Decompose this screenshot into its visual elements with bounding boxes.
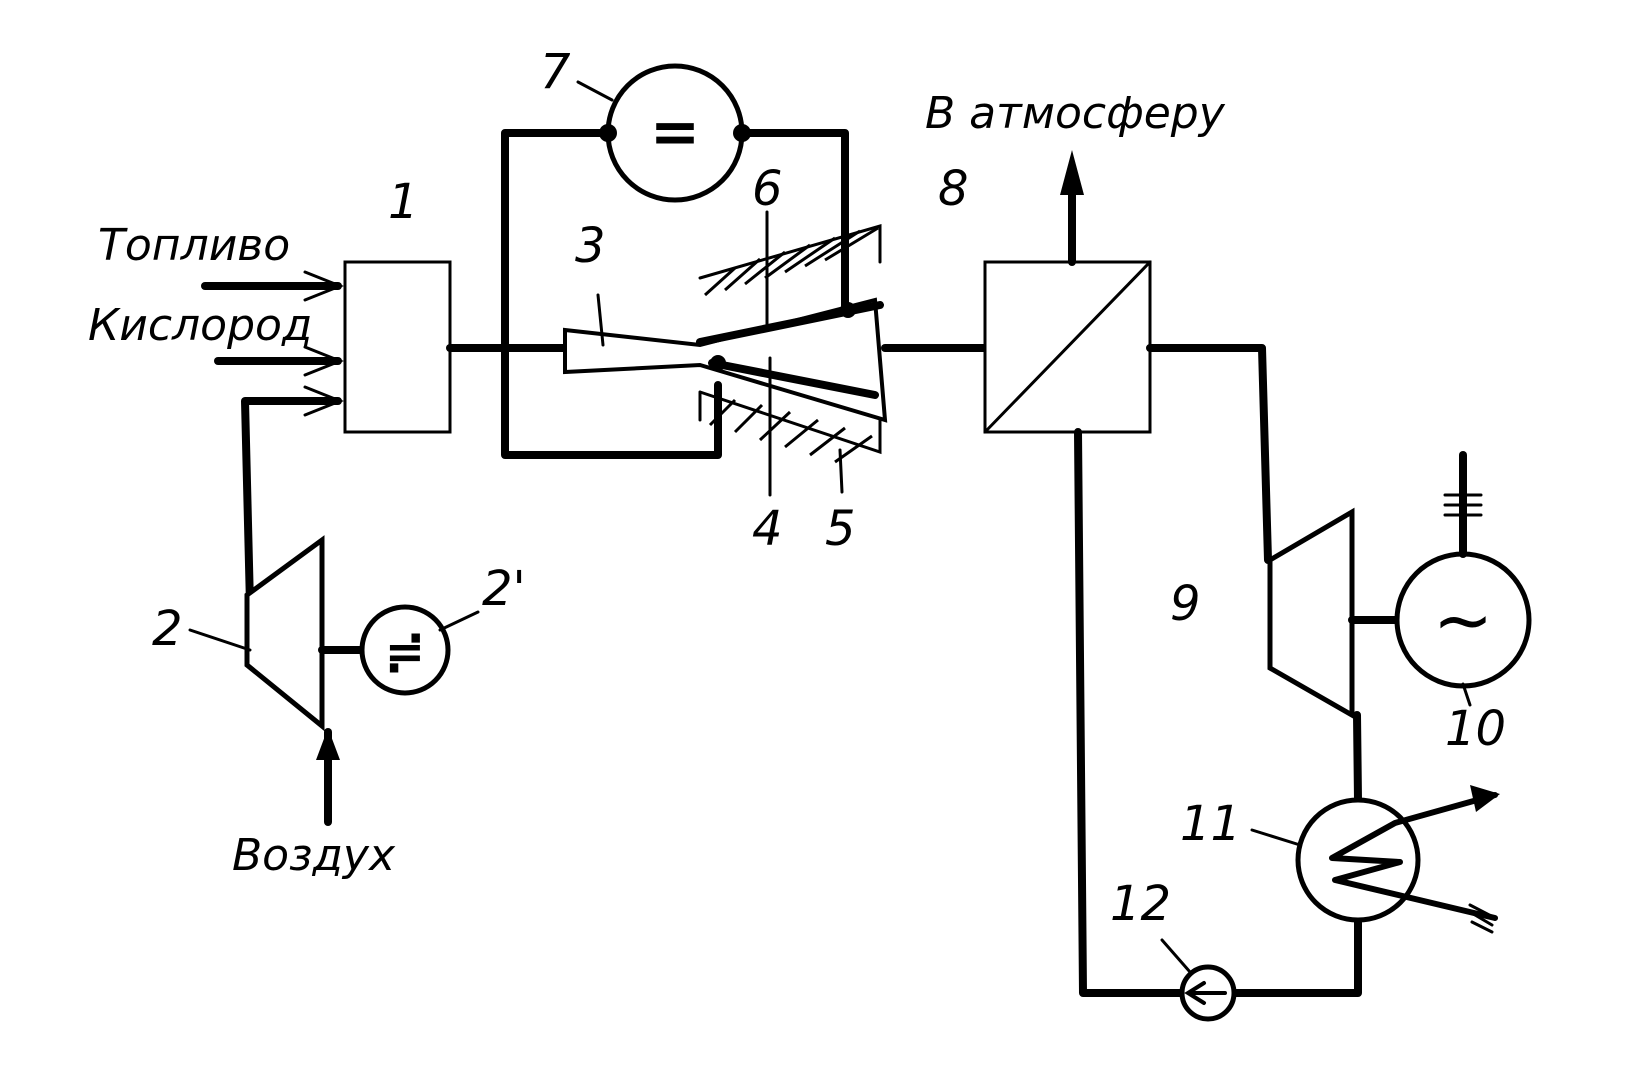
grid-output-line [1443,451,1483,558]
pump-to-heat-exchanger [1074,428,1187,997]
dc-motor [359,604,451,696]
condenser-to-pump [1229,916,1362,997]
dc-source-symbol: = [650,97,700,167]
dc-motor-symbol: ≓ [385,624,425,680]
label-12: 12 [1110,876,1171,932]
label-7: 7 [540,44,571,100]
steam-line-to-turbine [1146,344,1272,564]
fuel-input-arrow [201,270,345,302]
electrode-lower [708,359,879,399]
pump-direction-arrow [1184,981,1227,1005]
cooling-coil [1329,785,1500,934]
air-intake-arrow [316,728,340,826]
compressor [244,535,325,732]
label-2: 2 [152,601,183,657]
ac-symbol: ~ [1433,578,1493,662]
exhaust-arrow [1060,150,1084,266]
generator-leader [1461,682,1472,707]
electrode-terminal-upper [840,302,856,318]
oxygen-input-arrow [214,345,345,377]
label-4: 4 [752,501,783,557]
label-11: 11 [1180,796,1241,852]
compressor-leader [188,628,252,652]
circuit-upper-wire [738,129,849,314]
pump-leader [1160,938,1192,974]
atmosphere-label: В атмосферу [925,88,1226,139]
magnet-upper [698,224,882,297]
condenser-leader [1250,828,1302,847]
dc-motor-leader [438,610,480,632]
magnet-leader [838,448,844,494]
label-3: 3 [575,218,606,274]
terminal-right [733,124,751,142]
fuel-label: Топливо [98,220,290,271]
label-9: 9 [1170,576,1201,632]
air-label: Воздух [232,830,396,881]
air-supply-line [241,385,345,609]
label-6: 6 [752,161,783,217]
steam-turbine [1267,507,1355,720]
label-1: 1 [388,174,419,230]
electrode-terminal-lower [710,355,726,371]
combustion-chamber [343,260,452,434]
label-5: 5 [825,501,856,557]
label-2-prime: 2' [482,561,526,617]
heat-exchanger-diagonal [983,260,1152,434]
circuit-lower-wire [501,129,722,459]
nozzle-leader [596,293,605,347]
dc-source-leader [576,80,614,102]
turbine-to-condenser [1353,711,1362,804]
label-8: 8 [938,161,969,217]
label-10: 10 [1445,701,1506,757]
oxygen-label: Кислород [88,300,312,351]
terminal-left [599,124,617,142]
